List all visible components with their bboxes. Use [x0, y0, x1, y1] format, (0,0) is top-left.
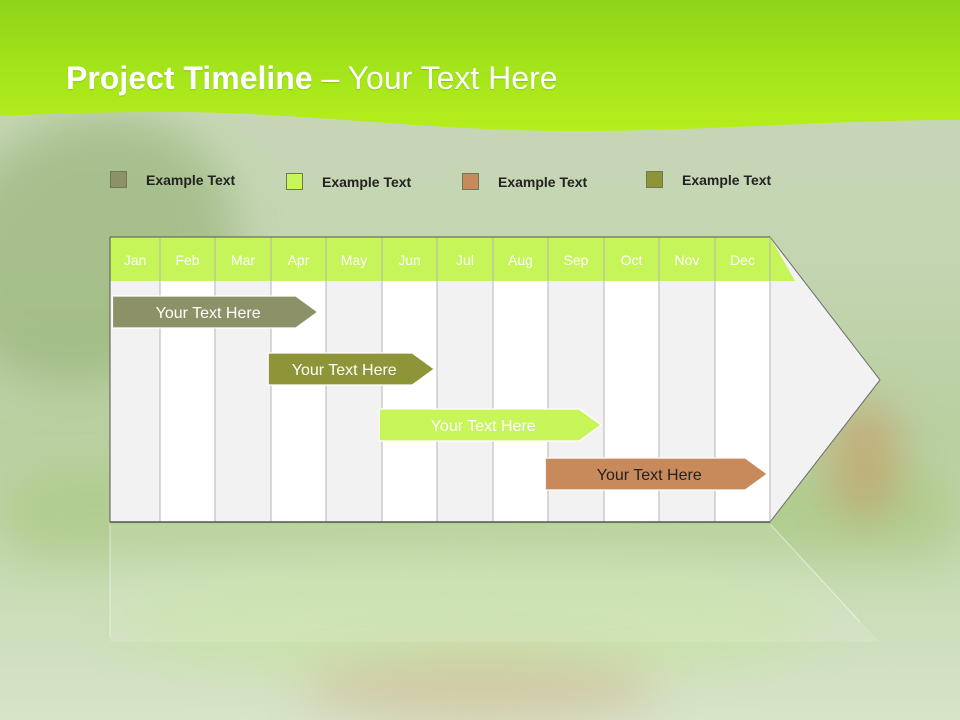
month-column-aug — [493, 281, 548, 522]
legend-swatch-1 — [110, 171, 127, 188]
arrow-head-header-fill — [770, 237, 795, 281]
month-label: May — [341, 252, 367, 268]
month-label: Jul — [456, 252, 474, 268]
task-arrow-2 — [267, 352, 436, 386]
month-label: Jan — [124, 252, 147, 268]
legend-swatch-2 — [286, 173, 303, 190]
month-header-apr — [271, 237, 326, 281]
legend-label-4: Example Text — [682, 172, 772, 188]
month-header-oct — [604, 237, 659, 281]
month-label: Sep — [564, 252, 589, 268]
legend-label-3: Example Text — [498, 174, 588, 190]
month-label: Jun — [398, 252, 421, 268]
task-label-3: Your Text Here — [431, 418, 536, 435]
header-band — [0, 0, 960, 132]
task-arrow-3 — [378, 408, 603, 442]
task-arrow-1 — [111, 295, 319, 329]
month-column-jul — [437, 281, 493, 522]
month-label: Oct — [621, 252, 643, 268]
background-reflection — [300, 660, 660, 720]
month-label: Apr — [288, 252, 310, 268]
page-title-bold: Project Timeline — [66, 60, 313, 96]
month-header-nov — [659, 237, 715, 281]
month-header-mar — [215, 237, 271, 281]
month-column-jun — [382, 281, 437, 522]
month-header-aug — [493, 237, 548, 281]
legend-label-1: Example Text — [146, 172, 236, 188]
legend-label-2: Example Text — [322, 174, 412, 190]
reflection-edge-right — [769, 523, 861, 623]
task-label-2: Your Text Here — [292, 362, 397, 379]
month-column-may — [326, 281, 382, 522]
legend-swatch-3 — [462, 173, 479, 190]
page-title-rest: – Your Text Here — [312, 60, 558, 96]
task-label-1: Your Text Here — [156, 305, 261, 322]
background-glow — [120, 560, 820, 680]
month-header-may — [326, 237, 382, 281]
month-header-jan — [110, 237, 160, 281]
month-label: Aug — [508, 252, 533, 268]
month-header-dec — [715, 237, 770, 281]
month-label: Nov — [675, 252, 700, 268]
task-label-4: Your Text Here — [597, 467, 702, 484]
page-title: Project Timeline – Your Text Here — [66, 60, 558, 97]
month-label: Mar — [231, 252, 255, 268]
month-header-jul — [437, 237, 493, 281]
month-label: Dec — [730, 252, 755, 268]
month-label: Feb — [175, 252, 199, 268]
legend-swatch-4 — [646, 171, 663, 188]
month-header-sep — [548, 237, 604, 281]
month-header-jun — [382, 237, 437, 281]
month-header-feb — [160, 237, 215, 281]
timeline-reflection — [110, 524, 880, 642]
task-arrow-4 — [544, 457, 769, 491]
